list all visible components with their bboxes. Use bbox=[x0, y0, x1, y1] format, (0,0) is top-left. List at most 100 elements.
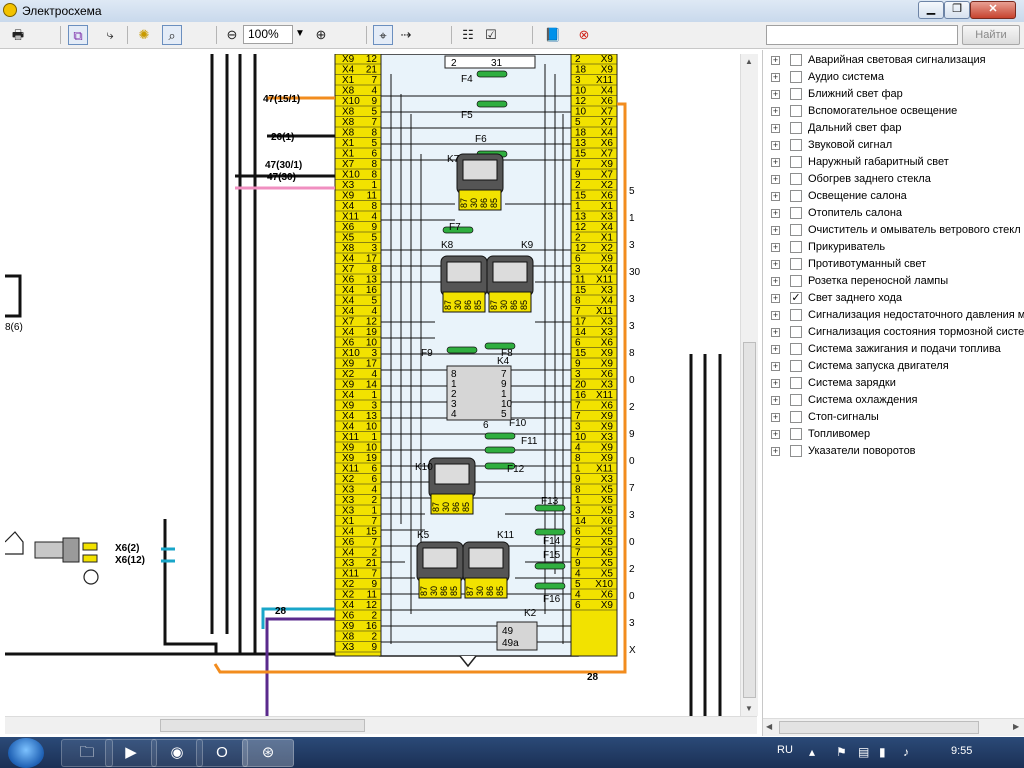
expand-plus-icon[interactable]: + bbox=[771, 344, 780, 354]
close-button[interactable]: ✕ bbox=[970, 1, 1016, 19]
highlight-bulb-icon[interactable]: ✺ bbox=[138, 27, 150, 42]
system-item[interactable]: +Аварийная световая сигнализация bbox=[771, 53, 1024, 70]
chevron-down-icon[interactable]: ▼ bbox=[295, 28, 305, 39]
system-checkbox[interactable] bbox=[790, 411, 802, 423]
zoom-combobox[interactable]: 100% bbox=[243, 25, 293, 44]
system-item[interactable]: +Противотуманный свет bbox=[771, 257, 1024, 274]
expand-plus-icon[interactable]: + bbox=[771, 293, 780, 303]
system-item[interactable]: +Система охлаждения bbox=[771, 393, 1024, 410]
system-item[interactable]: +Сигнализация состояния тормозной систе bbox=[771, 325, 1024, 342]
system-checkbox[interactable] bbox=[790, 309, 802, 321]
system-checkbox[interactable] bbox=[790, 394, 802, 406]
zoom-in-icon[interactable]: ⊕ bbox=[315, 27, 327, 42]
scroll-left-icon[interactable]: ◀ bbox=[766, 722, 773, 731]
system-checkbox[interactable] bbox=[790, 445, 802, 457]
diagram-horizontal-scrollbar[interactable] bbox=[5, 716, 757, 734]
expand-plus-icon[interactable]: + bbox=[771, 157, 780, 167]
system-checkbox[interactable] bbox=[790, 428, 802, 440]
book-icon[interactable]: 📘 bbox=[544, 27, 562, 42]
system-item[interactable]: +Звуковой сигнал bbox=[771, 138, 1024, 155]
clock[interactable]: 9:55 bbox=[951, 745, 973, 757]
expand-plus-icon[interactable]: + bbox=[771, 395, 780, 405]
system-checkbox[interactable] bbox=[790, 173, 802, 185]
system-item[interactable]: +Указатели поворотов bbox=[771, 444, 1024, 461]
zoom-out-icon[interactable]: ⊖ bbox=[226, 27, 238, 42]
find-button[interactable]: Найти bbox=[962, 25, 1020, 45]
system-item[interactable]: +Прикуриватель bbox=[771, 240, 1024, 257]
diagram-vertical-scrollbar[interactable]: ▲ ▼ bbox=[740, 54, 758, 716]
system-item[interactable]: +Розетка переносной лампы bbox=[771, 274, 1024, 291]
expand-plus-icon[interactable]: + bbox=[771, 72, 780, 82]
device-icon[interactable]: ▤ bbox=[858, 745, 870, 759]
expand-plus-icon[interactable]: + bbox=[771, 174, 780, 184]
expand-plus-icon[interactable]: + bbox=[771, 55, 780, 65]
firefox-icon[interactable]: ◉ bbox=[151, 739, 203, 767]
scrollbar-thumb[interactable] bbox=[779, 721, 979, 734]
zoom-window-icon[interactable]: ⌕ bbox=[162, 25, 182, 45]
system-checkbox[interactable] bbox=[790, 224, 802, 236]
system-item[interactable]: +Система запуска двигателя bbox=[771, 359, 1024, 376]
stop-icon[interactable]: ⊗ bbox=[578, 27, 590, 42]
system-item[interactable]: +✓Свет заднего хода bbox=[771, 291, 1024, 308]
checklist-icon[interactable]: ☑ bbox=[485, 27, 497, 42]
system-checkbox[interactable] bbox=[790, 105, 802, 117]
expand-plus-icon[interactable]: + bbox=[771, 276, 780, 286]
media-player-icon[interactable]: ▶ bbox=[105, 739, 157, 767]
system-item[interactable]: +Дальний свет фар bbox=[771, 121, 1024, 138]
system-checkbox[interactable] bbox=[790, 343, 802, 355]
expand-plus-icon[interactable]: + bbox=[771, 106, 780, 116]
system-item[interactable]: +Отопитель салона bbox=[771, 206, 1024, 223]
scroll-down-icon[interactable]: ▼ bbox=[745, 704, 753, 713]
expand-plus-icon[interactable]: + bbox=[771, 429, 780, 439]
scrollbar-thumb[interactable] bbox=[743, 342, 756, 698]
scrollbar-thumb[interactable] bbox=[160, 719, 365, 732]
chevron-up-icon[interactable]: ▴ bbox=[809, 745, 816, 759]
expand-plus-icon[interactable]: + bbox=[771, 259, 780, 269]
system-item[interactable]: +Стоп-сигналы bbox=[771, 410, 1024, 427]
system-checkbox[interactable] bbox=[790, 54, 802, 66]
panel-horizontal-scrollbar[interactable]: ◀ ▶ bbox=[763, 718, 1024, 736]
system-checkbox[interactable] bbox=[790, 241, 802, 253]
system-item[interactable]: +Очиститель и омыватель ветрового стекл bbox=[771, 223, 1024, 240]
system-checkbox[interactable] bbox=[790, 275, 802, 287]
system-checkbox[interactable] bbox=[790, 88, 802, 100]
expand-plus-icon[interactable]: + bbox=[771, 191, 780, 201]
expand-plus-icon[interactable]: + bbox=[771, 446, 780, 456]
connection-icon[interactable]: ⇢ bbox=[400, 27, 412, 42]
system-checkbox[interactable] bbox=[790, 156, 802, 168]
system-item[interactable]: +Топливомер bbox=[771, 427, 1024, 444]
expand-plus-icon[interactable]: + bbox=[771, 310, 780, 320]
system-item[interactable]: +Вспомогательное освещение bbox=[771, 104, 1024, 121]
search-input[interactable] bbox=[766, 25, 958, 45]
system-checkbox[interactable] bbox=[790, 190, 802, 202]
maximize-button[interactable]: ❐ bbox=[944, 1, 970, 19]
expand-plus-icon[interactable]: + bbox=[771, 378, 780, 388]
system-checkbox[interactable] bbox=[790, 122, 802, 134]
fit-diagram-icon[interactable]: ⌖ bbox=[373, 25, 393, 45]
network-icon[interactable]: ▮ bbox=[879, 745, 886, 759]
system-item[interactable]: +Ближний свет фар bbox=[771, 87, 1024, 104]
expand-plus-icon[interactable]: + bbox=[771, 225, 780, 235]
scroll-right-icon[interactable]: ▶ bbox=[1013, 722, 1020, 731]
path-tool-icon[interactable]: ⤷ bbox=[106, 27, 114, 42]
expand-plus-icon[interactable]: + bbox=[771, 242, 780, 252]
system-checkbox[interactable] bbox=[790, 258, 802, 270]
select-tool-icon[interactable]: ⧉ bbox=[68, 25, 88, 45]
expand-plus-icon[interactable]: + bbox=[771, 208, 780, 218]
expand-plus-icon[interactable]: + bbox=[771, 361, 780, 371]
expand-plus-icon[interactable]: + bbox=[771, 327, 780, 337]
language-indicator[interactable]: RU bbox=[777, 744, 793, 756]
system-item[interactable]: +Освещение салона bbox=[771, 189, 1024, 206]
system-item[interactable]: +Аудио система bbox=[771, 70, 1024, 87]
system-item[interactable]: +Наружный габаритный свет bbox=[771, 155, 1024, 172]
expand-plus-icon[interactable]: + bbox=[771, 140, 780, 150]
system-checkbox[interactable] bbox=[790, 360, 802, 372]
system-item[interactable]: +Система зарядки bbox=[771, 376, 1024, 393]
explorer-icon[interactable]: 🗀 bbox=[61, 739, 113, 767]
list-view-icon[interactable]: ☷ bbox=[462, 27, 474, 42]
scroll-up-icon[interactable]: ▲ bbox=[745, 57, 753, 66]
minimize-button[interactable]: ▁ bbox=[918, 1, 944, 19]
system-checkbox[interactable] bbox=[790, 71, 802, 83]
system-item[interactable]: +Обогрев заднего стекла bbox=[771, 172, 1024, 189]
